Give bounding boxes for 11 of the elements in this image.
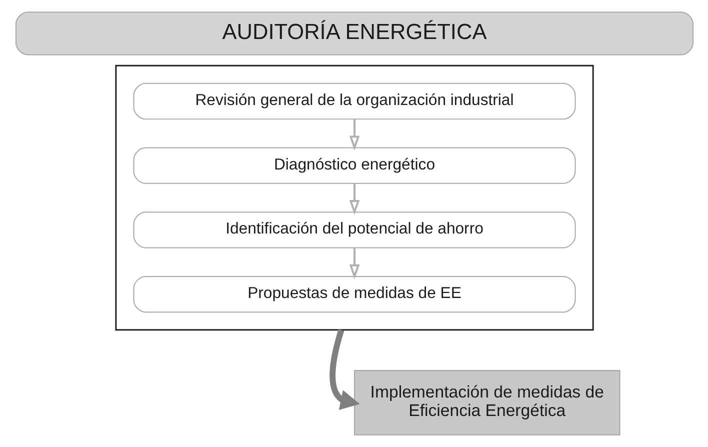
cluster [114, 64, 594, 331]
node-box: Propuestas de medidas de EE [132, 276, 576, 313]
node-box: AUDITORÍA ENERGÉTICA [14, 12, 694, 56]
arrow [348, 184, 360, 215]
arrow [348, 119, 360, 151]
node-box: Identificación del potencial de ahorro [132, 212, 576, 248]
node-box: Diagnóstico energético [132, 147, 576, 184]
node-box: Implementación de medidas de Eficiencia Energética [354, 370, 620, 436]
arrow [329, 329, 360, 410]
arrow [348, 248, 360, 280]
node-box: Revisión general de la organización industrial [132, 82, 576, 120]
